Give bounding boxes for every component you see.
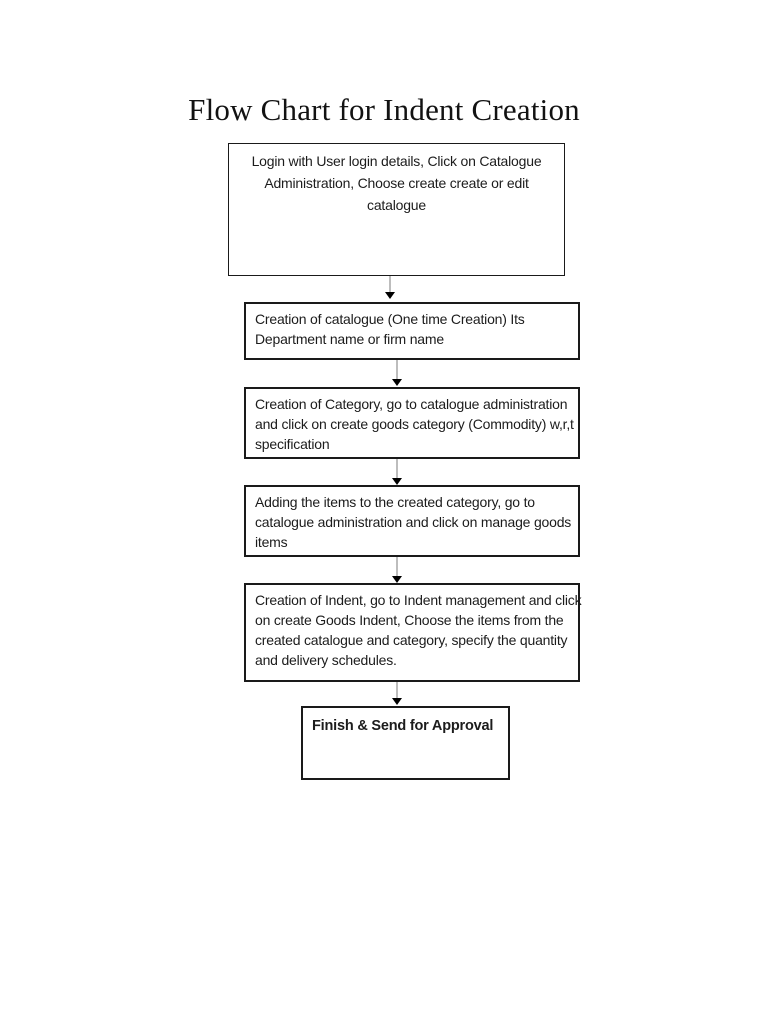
arrow-down-icon bbox=[392, 379, 402, 386]
flow-step-login-line: Administration, Choose create create or … bbox=[264, 175, 529, 191]
flow-step-catalogue-line: Creation of catalogue (One time Creation… bbox=[255, 311, 525, 327]
flow-step-add-items: Adding the items to the created category… bbox=[244, 485, 580, 557]
flow-step-finish-approval: Finish & Send for Approval bbox=[301, 706, 510, 780]
flow-step-indent-line: created catalogue and category, specify … bbox=[255, 632, 568, 648]
flow-step-login-line: catalogue bbox=[367, 197, 426, 213]
arrow-down-icon bbox=[392, 576, 402, 583]
arrow-down-icon bbox=[385, 292, 395, 299]
connector-line bbox=[396, 682, 398, 698]
flow-step-indent-line: and delivery schedules. bbox=[255, 652, 397, 668]
connector-login-to-catalogue bbox=[385, 276, 395, 299]
flow-step-items-line: catalogue administration and click on ma… bbox=[255, 514, 572, 530]
flow-step-catalogue-line: Department name or firm name bbox=[255, 331, 444, 347]
connector-line bbox=[389, 276, 391, 292]
connector-line bbox=[396, 557, 398, 576]
flow-step-indent-line: on create Goods Indent, Choose the items… bbox=[255, 612, 564, 628]
flow-step-category-line: specification bbox=[255, 436, 330, 452]
flow-step-finish-line: Finish & Send for Approval bbox=[312, 718, 494, 734]
page-title: Flow Chart for Indent Creation bbox=[188, 92, 580, 127]
connector-line bbox=[396, 459, 398, 478]
flow-step-category-creation: Creation of Category, go to catalogue ad… bbox=[244, 387, 580, 459]
connector-category-to-items bbox=[392, 459, 402, 485]
flow-step-items-line: Adding the items to the created category… bbox=[255, 494, 535, 510]
flow-step-login-line: Login with User login details, Click on … bbox=[251, 153, 542, 169]
flow-step-catalogue-creation: Creation of catalogue (One time Creation… bbox=[244, 302, 580, 360]
arrow-down-icon bbox=[392, 698, 402, 705]
flow-step-indent-line: Creation of Indent, go to Indent managem… bbox=[255, 592, 582, 608]
flow-step-indent-creation: Creation of Indent, go to Indent managem… bbox=[244, 583, 582, 682]
arrow-down-icon bbox=[392, 478, 402, 485]
connector-items-to-indent bbox=[392, 557, 402, 583]
connector-indent-to-finish bbox=[392, 682, 402, 705]
flow-step-category-line: Creation of Category, go to catalogue ad… bbox=[255, 396, 568, 412]
connector-line bbox=[396, 360, 398, 379]
flow-step-category-line: and click on create goods category (Comm… bbox=[255, 416, 574, 432]
connector-catalogue-to-category bbox=[392, 360, 402, 386]
flow-step-items-line: items bbox=[255, 534, 288, 550]
flow-step-login: Login with User login details, Click on … bbox=[228, 143, 565, 276]
